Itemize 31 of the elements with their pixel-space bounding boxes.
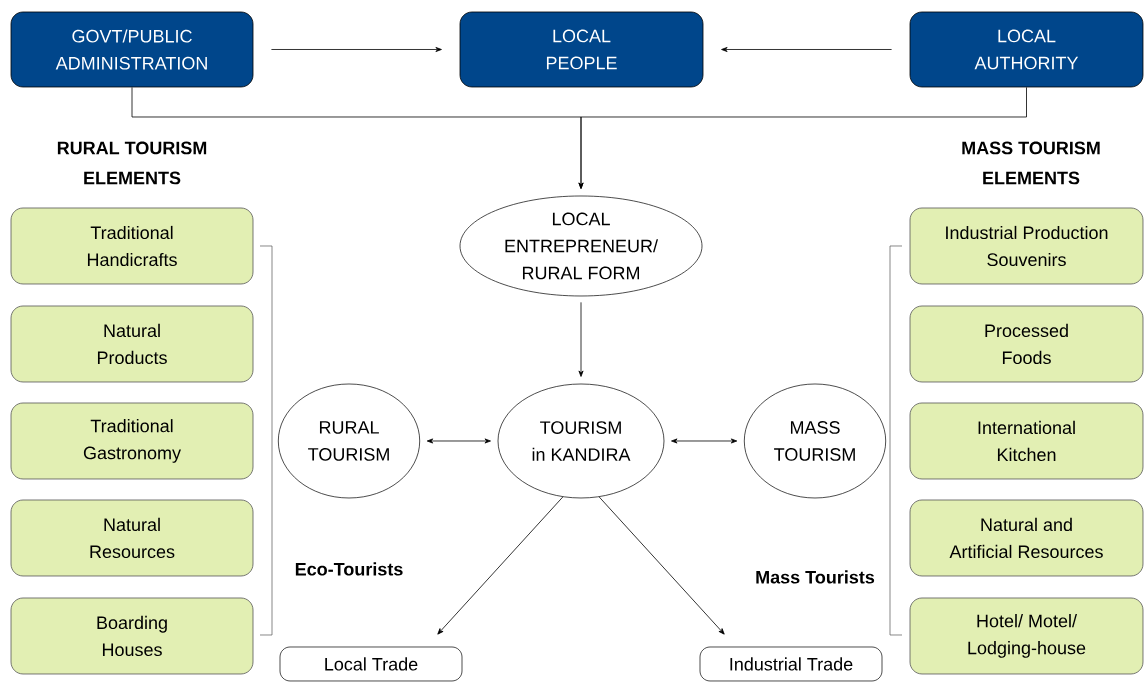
arrow xyxy=(671,438,738,444)
arrow xyxy=(437,496,564,635)
element-box: International Kitchen xyxy=(909,402,1144,480)
trade-box: Local Trade xyxy=(279,646,463,682)
title-box: GOVT/PUBLIC ADMINISTRATION xyxy=(10,11,254,88)
element-box: Boarding Houses xyxy=(10,597,254,675)
element-box: Natural Products xyxy=(10,305,254,383)
arrow xyxy=(578,301,584,377)
element-box: Industrial Production Souvenirs xyxy=(909,207,1144,285)
element-box: Hotel/ Motel/ Lodging-house xyxy=(909,597,1144,675)
element-box: Traditional Gastronomy xyxy=(10,402,254,480)
element-box: Natural and Artificial Resources xyxy=(909,499,1144,577)
arrow xyxy=(426,438,491,444)
arrow xyxy=(578,87,1027,189)
arrow xyxy=(271,47,442,52)
section-heading: MASS TOURISM ELEMENTS xyxy=(962,141,1100,185)
group-label: Eco-Tourists xyxy=(295,562,403,576)
element-box: Natural Resources xyxy=(10,499,254,577)
title-box: LOCAL PEOPLE xyxy=(459,11,704,88)
circle-node: RURAL TOURISM xyxy=(277,383,421,499)
trade-box: Industrial Trade xyxy=(699,646,883,682)
section-heading: RURAL TOURISM ELEMENTS xyxy=(57,141,207,185)
title-box: LOCAL AUTHORITY xyxy=(909,11,1144,88)
ellipse-node: LOCAL ENTREPRENEUR/ RURAL FORM xyxy=(459,195,703,297)
arrow xyxy=(721,47,892,52)
arrow xyxy=(598,496,725,635)
element-box: Traditional Handicrafts xyxy=(10,207,254,285)
circle-node: MASS TOURISM xyxy=(743,383,887,499)
group-label: Mass Tourists xyxy=(756,570,875,584)
ellipse-node: TOURISM in KANDIRA xyxy=(497,383,665,499)
element-box: Processed Foods xyxy=(909,305,1144,383)
